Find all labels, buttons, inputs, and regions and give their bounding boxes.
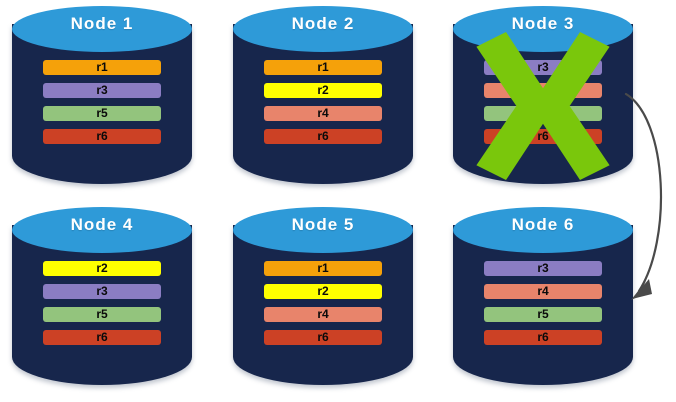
replica-bar[interactable]: r5 [43,307,161,322]
node-title-6: Node 6 [511,215,575,234]
replica-bar[interactable]: r1 [264,60,382,75]
cylinder-top-6 [453,207,633,253]
replica-bars-3: r3 r4 r5 r6 [484,60,602,144]
replica-bar[interactable]: r2 [43,261,161,276]
node-title-1: Node 1 [70,14,134,33]
replica-bar[interactable]: r4 [484,83,602,98]
replica-bar[interactable]: r3 [43,284,161,299]
replica-bar[interactable]: r6 [264,330,382,345]
replica-bar[interactable]: r6 [43,129,161,144]
replica-bar[interactable]: r3 [484,261,602,276]
replica-bar[interactable]: r5 [484,106,602,121]
replica-bars-1: r1 r3 r5 r6 [43,60,161,144]
replica-bar[interactable]: r6 [484,129,602,144]
node-title-4: Node 4 [70,215,134,234]
node-cylinder-2[interactable]: Node 2 r1 r2 r4 r6 [233,6,413,192]
replica-bar[interactable]: r5 [43,106,161,121]
replica-bars-5: r1 r2 r4 r6 [264,261,382,345]
replica-bar[interactable]: r6 [43,330,161,345]
replica-bar[interactable]: r4 [264,106,382,121]
replica-bar[interactable]: r2 [264,284,382,299]
replica-bar[interactable]: r1 [264,261,382,276]
node-cylinder-1[interactable]: Node 1 r1 r3 r5 r6 [12,6,192,192]
node-cylinder-4[interactable]: Node 4 r2 r3 r5 r6 [12,207,192,393]
cylinder-top-5 [233,207,413,253]
cylinder-top-2 [233,6,413,52]
node-cylinder-5[interactable]: Node 5 r1 r2 r4 r6 [233,207,413,393]
replica-bar[interactable]: r4 [484,284,602,299]
node-title-3: Node 3 [511,14,575,33]
replica-bar[interactable]: r5 [484,307,602,322]
replica-bar[interactable]: r3 [484,60,602,75]
replica-bar[interactable]: r6 [264,129,382,144]
cylinder-top-4 [12,207,192,253]
replica-bar[interactable]: r6 [484,330,602,345]
node-cylinder-3[interactable]: Node 3 r3 r4 r5 r6 [453,6,633,192]
replica-bar[interactable]: r4 [264,307,382,322]
replica-bars-4: r2 r3 r5 r6 [43,261,161,345]
replica-bars-2: r1 r2 r4 r6 [264,60,382,144]
node-title-5: Node 5 [291,215,355,234]
replica-bar[interactable]: r3 [43,83,161,98]
cylinder-top-1 [12,6,192,52]
node-cylinder-6[interactable]: Node 6 r3 r4 r5 r6 [453,207,633,393]
node-title-2: Node 2 [291,14,355,33]
replica-bars-6: r3 r4 r5 r6 [484,261,602,345]
replica-bar[interactable]: r2 [264,83,382,98]
replica-bar[interactable]: r1 [43,60,161,75]
